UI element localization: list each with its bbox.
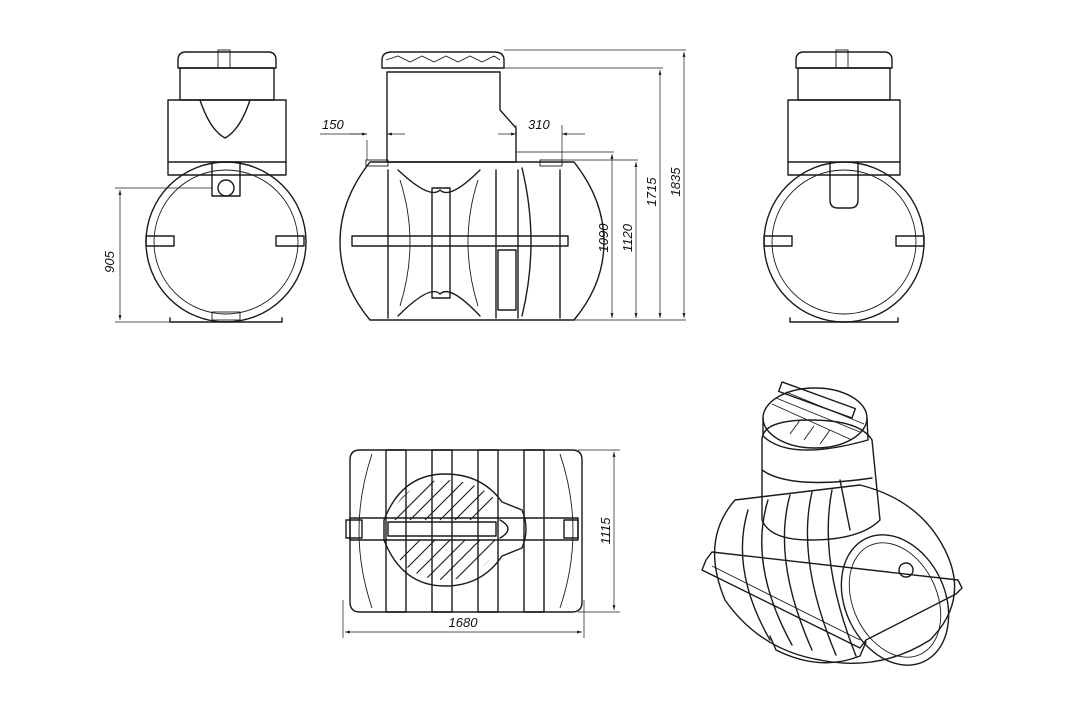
- side-dimensions: 150 310 1090 1120 1715 1835: [320, 49, 686, 321]
- dim-1120: 1120: [620, 223, 635, 252]
- dim-150: 150: [322, 117, 344, 132]
- dim-1715: 1715: [644, 177, 659, 207]
- front-dimension: 905: [102, 187, 212, 323]
- dim-1680: 1680: [449, 615, 479, 630]
- dim-1090: 1090: [596, 223, 611, 253]
- dim-1115: 1115: [598, 517, 613, 545]
- dim-310: 310: [528, 117, 550, 132]
- dim-1835: 1835: [668, 167, 683, 197]
- side-view: [339, 51, 605, 321]
- dim-905: 905: [102, 250, 117, 272]
- top-view: [345, 449, 583, 613]
- front-view: [145, 49, 307, 323]
- top-dimensions: 1115 1680: [342, 449, 620, 638]
- back-view: [763, 49, 925, 323]
- isometric-view: [701, 381, 963, 666]
